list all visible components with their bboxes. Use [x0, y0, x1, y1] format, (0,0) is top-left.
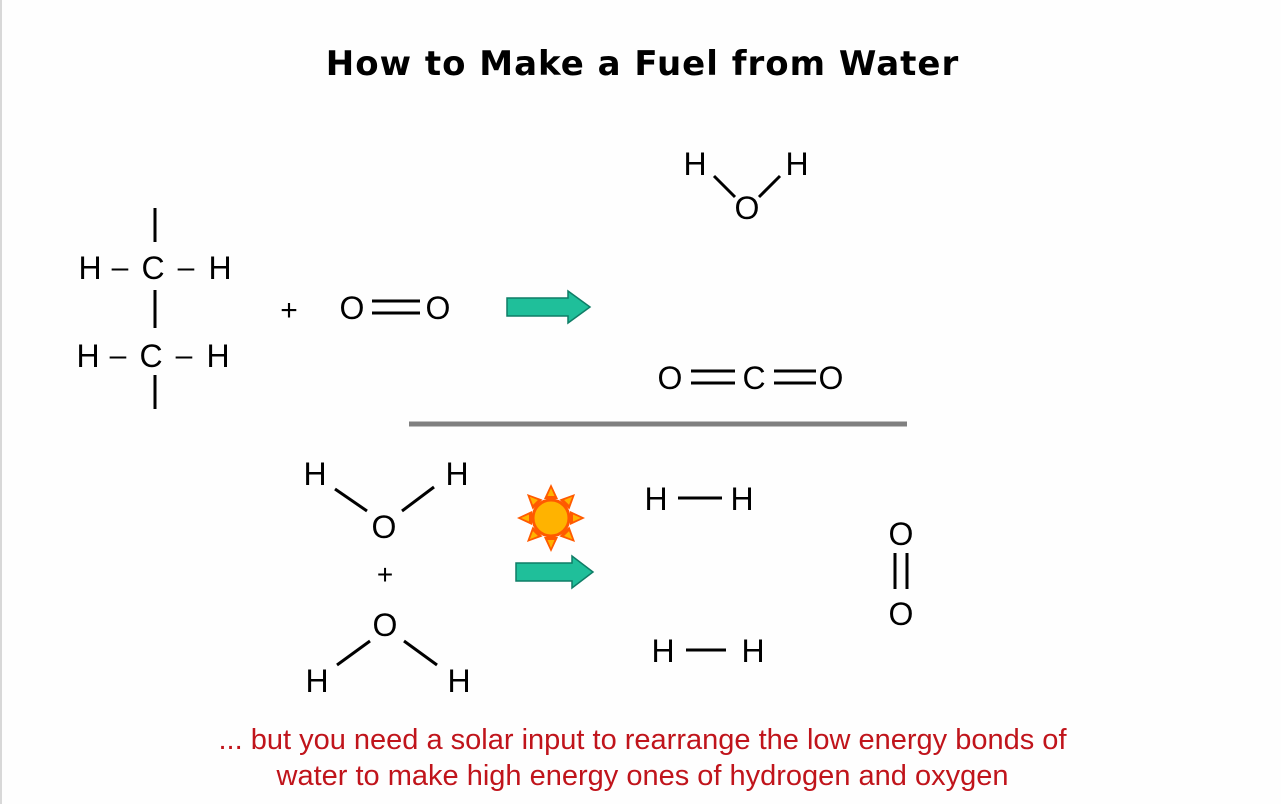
slide-title: How to Make a Fuel from Water: [325, 44, 960, 84]
right-arrow-icon: [506, 289, 592, 325]
atom-o: O: [889, 516, 914, 552]
atom-h: H: [78, 250, 101, 286]
carbon-dioxide-molecule: O C O: [658, 360, 844, 396]
bond-dash: –: [112, 251, 129, 284]
right-arrow-icon: [515, 554, 595, 590]
water-molecule-lower: O H H: [305, 607, 470, 699]
atom-o: O: [735, 190, 760, 226]
atom-o: O: [340, 290, 365, 326]
atom-h: H: [445, 456, 468, 492]
water-molecule-upper: H H O: [303, 456, 468, 545]
caption-line-2: water to make high energy ones of hydrog…: [276, 760, 1009, 792]
atom-o: O: [426, 290, 451, 326]
atom-h: H: [76, 338, 99, 374]
atom-h: H: [644, 481, 667, 517]
atom-h: H: [303, 456, 326, 492]
bond-dash: –: [110, 339, 127, 372]
hydrogen-molecule-lower: H H: [651, 633, 764, 669]
atom-h: H: [305, 663, 328, 699]
atom-o: O: [372, 509, 397, 545]
plus-sign: +: [377, 559, 393, 590]
atom-c: C: [141, 250, 164, 286]
atom-h: H: [206, 338, 229, 374]
atom-h: H: [651, 633, 674, 669]
sun-icon: [517, 484, 585, 552]
caption: ... but you need a solar input to rearra…: [2, 722, 1281, 794]
water-molecule-top: H H O: [683, 146, 808, 226]
atom-h: H: [447, 663, 470, 699]
hydrogen-molecule-upper: H H: [644, 481, 753, 517]
atom-c: C: [742, 360, 765, 396]
atom-h: H: [208, 250, 231, 286]
atom-o: O: [373, 607, 398, 643]
atom-o: O: [889, 596, 914, 632]
atom-o: O: [819, 360, 844, 396]
bond-dash: –: [178, 251, 195, 284]
atom-h: H: [730, 481, 753, 517]
atom-h: H: [741, 633, 764, 669]
atom-h: H: [785, 146, 808, 182]
oxygen-molecule-vertical: O O: [889, 516, 914, 632]
oxygen-molecule-o2: O O: [340, 290, 451, 326]
atom-c: C: [139, 338, 162, 374]
bond-dash: –: [176, 339, 193, 372]
atom-o: O: [658, 360, 683, 396]
atom-h: H: [683, 146, 706, 182]
ethane-molecule: H – C – H H – C – H: [76, 208, 232, 409]
plus-sign: +: [280, 294, 298, 327]
caption-line-1: ... but you need a solar input to rearra…: [218, 724, 1067, 756]
